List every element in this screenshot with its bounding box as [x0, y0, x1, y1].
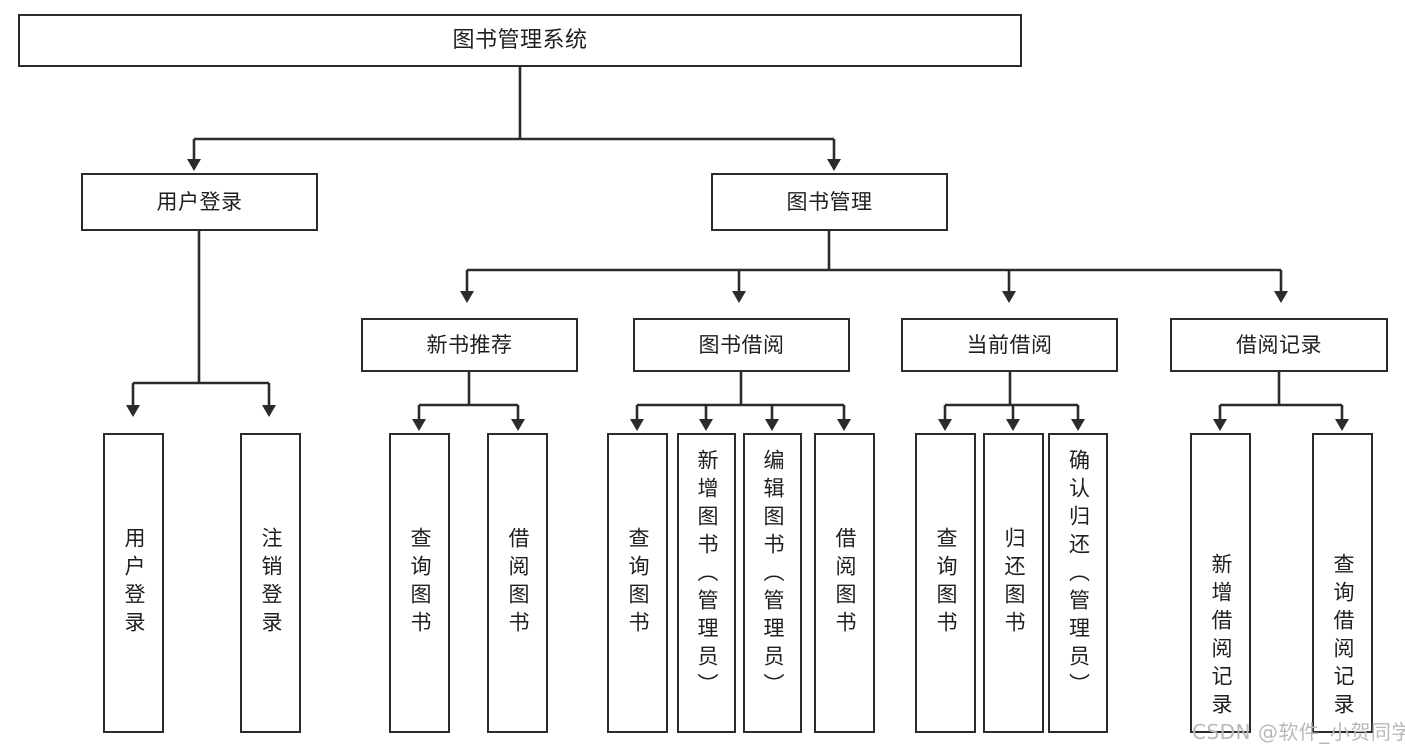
- node-label: 当前借阅: [966, 332, 1053, 357]
- node-label: 借阅记录: [1236, 332, 1322, 357]
- node-leaf-user-login[interactable]: 用户登录: [103, 433, 164, 733]
- node-leaf-query-borrow-record[interactable]: 查询借阅记录: [1312, 433, 1373, 733]
- node-leaf-query-book-borrow[interactable]: 查询图书: [607, 433, 668, 733]
- node-leaf-user-logout[interactable]: 注销登录: [240, 433, 301, 733]
- node-leaf-add-book-admin[interactable]: 新增图书（管理员）: [677, 433, 736, 733]
- node-root-book-management-system[interactable]: 图书管理系统: [18, 14, 1022, 67]
- node-leaf-borrow-book-new[interactable]: 借阅图书: [487, 433, 548, 733]
- node-label: 新增借阅记录: [1209, 553, 1233, 721]
- node-leaf-edit-book-admin[interactable]: 编辑图书（管理员）: [743, 433, 802, 733]
- node-label: 查询图书: [408, 527, 432, 639]
- node-label: 注销登录: [259, 527, 283, 639]
- node-label: 新增图书（管理员）: [695, 449, 719, 701]
- node-current-borrow[interactable]: 当前借阅: [901, 318, 1118, 372]
- node-book-borrow[interactable]: 图书借阅: [633, 318, 850, 372]
- node-label: 用户登录: [156, 189, 243, 214]
- node-leaf-borrow-book-borrow[interactable]: 借阅图书: [814, 433, 875, 733]
- node-leaf-return-book[interactable]: 归还图书: [983, 433, 1044, 733]
- node-borrow-record[interactable]: 借阅记录: [1170, 318, 1388, 372]
- node-label: 确认归还（管理员）: [1066, 449, 1091, 701]
- node-label: 新书推荐: [426, 332, 513, 357]
- node-leaf-confirm-return-admin[interactable]: 确认归还（管理员）: [1048, 433, 1108, 733]
- node-leaf-add-borrow-record[interactable]: 新增借阅记录: [1190, 433, 1251, 733]
- node-label: 编辑图书（管理员）: [761, 449, 785, 701]
- watermark-csdn: CSDN @软件_小贺同学: [1192, 720, 1405, 744]
- node-label: 归还图书: [1002, 527, 1026, 639]
- node-new-book-recommend[interactable]: 新书推荐: [361, 318, 578, 372]
- node-label: 借阅图书: [506, 527, 530, 639]
- node-leaf-query-book-new[interactable]: 查询图书: [389, 433, 450, 733]
- node-label: 查询借阅记录: [1331, 553, 1355, 721]
- node-label: 借阅图书: [833, 527, 857, 639]
- node-leaf-query-book-current[interactable]: 查询图书: [915, 433, 976, 733]
- node-label: 用户登录: [122, 527, 146, 639]
- node-label: 图书管理: [786, 189, 873, 214]
- node-user-login[interactable]: 用户登录: [81, 173, 318, 231]
- node-label: 查询图书: [626, 527, 650, 639]
- node-label: 查询图书: [934, 527, 958, 639]
- node-book-management[interactable]: 图书管理: [711, 173, 948, 231]
- node-label: 图书管理系统: [452, 27, 588, 53]
- node-label: 图书借阅: [698, 332, 785, 357]
